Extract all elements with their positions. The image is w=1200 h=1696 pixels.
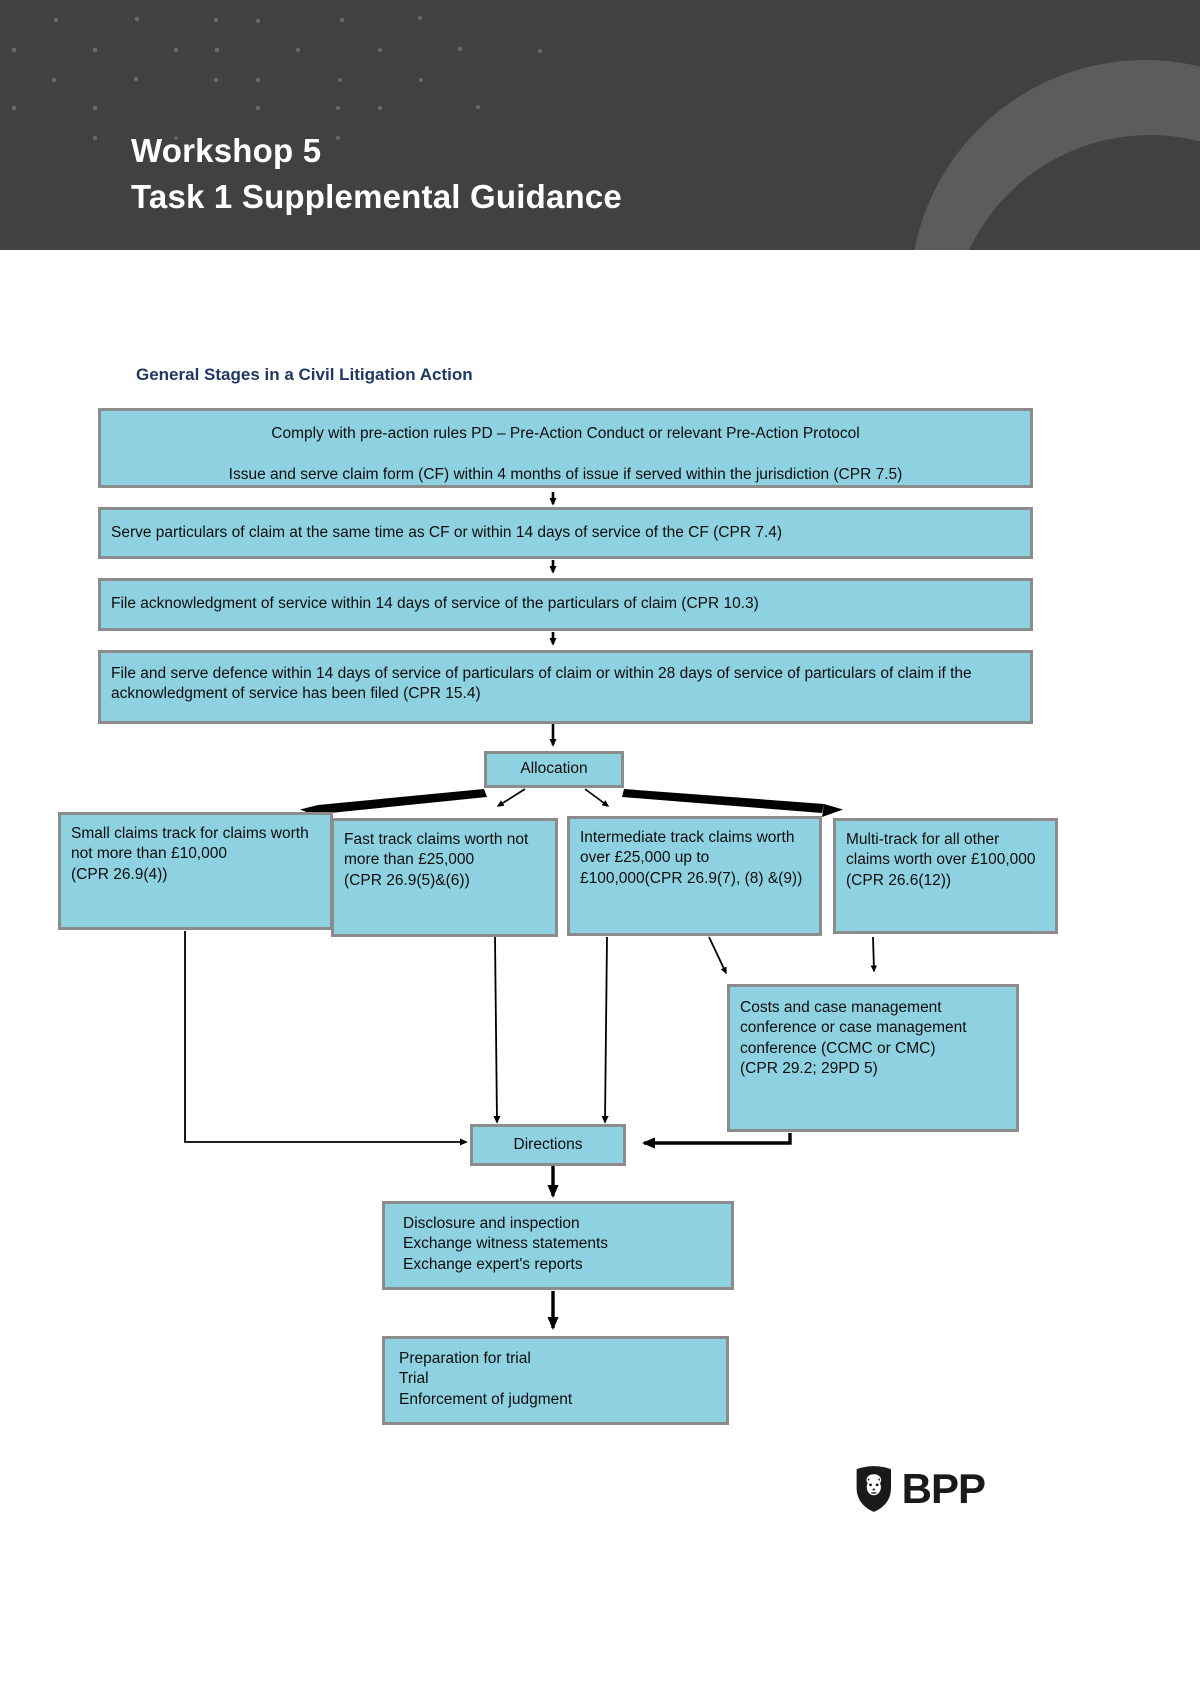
node-fast-track[interactable]: Fast track claims worth not more than £2… <box>331 818 558 937</box>
node-small-claims-track[interactable]: Small claims track for claims worth not … <box>58 812 333 930</box>
node-preaction[interactable]: Comply with pre-action rules PD – Pre-Ac… <box>98 408 1033 488</box>
node-disclosure[interactable]: Disclosure and inspection Exchange witne… <box>382 1201 734 1290</box>
flowchart-heading: General Stages in a Civil Litigation Act… <box>136 365 473 384</box>
bpp-logo: BPP <box>855 1458 986 1520</box>
node-intermediate-track[interactable]: Intermediate track claims worth over £25… <box>567 816 822 936</box>
node-directions[interactable]: Directions <box>470 1124 626 1166</box>
node-multi-track[interactable]: Multi-track for all other claims worth o… <box>833 818 1058 934</box>
bpp-lion-shield-icon <box>856 1466 892 1512</box>
node-allocation[interactable]: Allocation <box>484 751 624 788</box>
node-defence[interactable]: File and serve defence within 14 days of… <box>98 650 1033 724</box>
page-title: Workshop 5 Task 1 Supplemental Guidance <box>131 132 622 215</box>
page-header: Workshop 5 Task 1 Supplemental Guidance <box>0 0 1200 250</box>
node-ccmc[interactable]: Costs and case management conference or … <box>727 984 1019 1132</box>
header-dot-pattern <box>11 16 542 141</box>
node-trial[interactable]: Preparation for trial Trial Enforcement … <box>382 1336 729 1425</box>
node-particulars[interactable]: Serve particulars of claim at the same t… <box>98 507 1033 559</box>
bpp-logo-text: BPP <box>901 1465 986 1512</box>
node-acknowledgment[interactable]: File acknowledgment of service within 14… <box>98 578 1033 631</box>
